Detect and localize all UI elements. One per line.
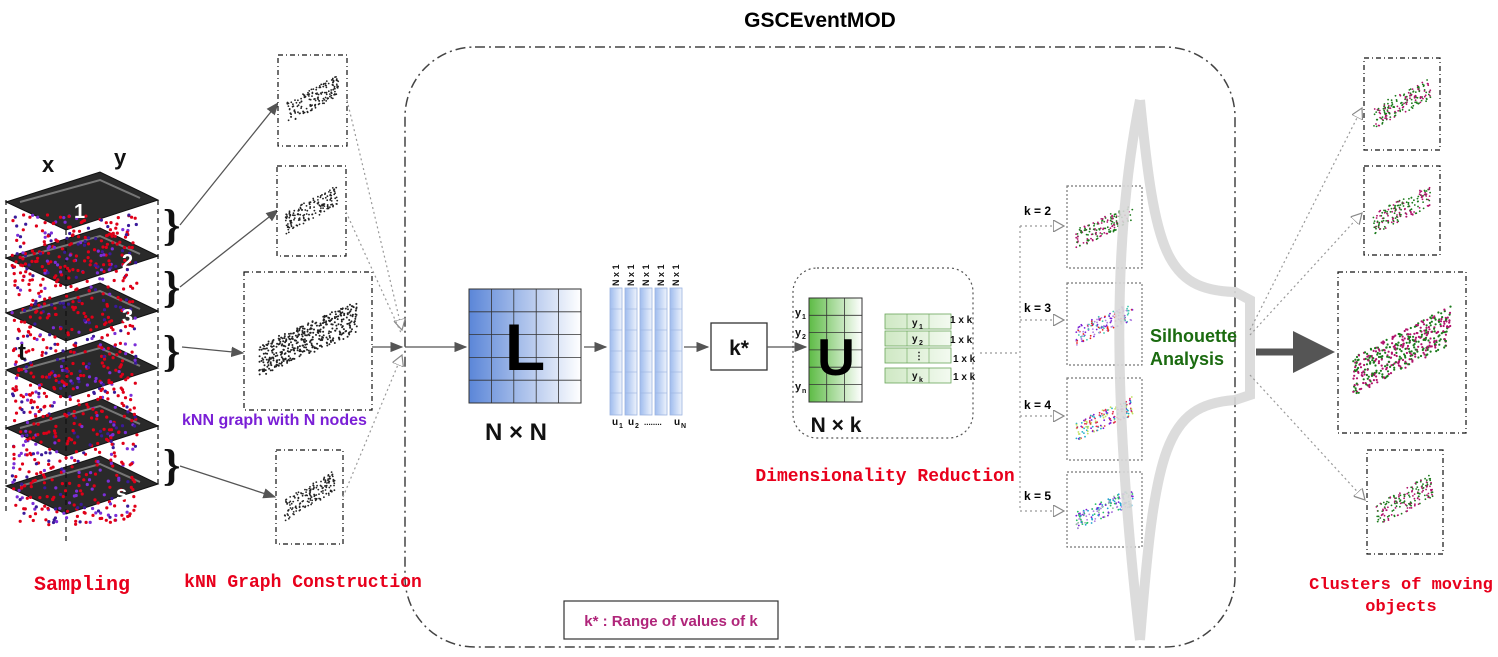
svg-text:1: 1 bbox=[919, 324, 923, 331]
row-vector bbox=[884, 313, 952, 330]
row-vector bbox=[884, 347, 952, 364]
axis-x-label: x bbox=[42, 152, 55, 177]
eigenvectors: N x 1 N x 1 N x 1 N x 1 N x 1 bbox=[609, 264, 683, 416]
silhouette-label-1: Silhouette bbox=[1150, 326, 1237, 346]
stack-slice bbox=[4, 339, 160, 399]
matrix-l-dim: N × N bbox=[485, 419, 547, 446]
legend-box bbox=[563, 600, 779, 640]
eigenvector-header: N x 1 bbox=[671, 264, 681, 286]
u-y2: y bbox=[795, 327, 802, 339]
row-dim-3: 1 x k bbox=[953, 354, 976, 365]
axis-y-label: y bbox=[114, 145, 127, 170]
arrow-to-graph-4 bbox=[179, 465, 277, 499]
eigenvector-header: N x 1 bbox=[611, 264, 621, 286]
brace-4: } bbox=[163, 441, 180, 490]
silhouette-funnel bbox=[1114, 99, 1255, 641]
row-y2: y bbox=[912, 334, 918, 345]
eig-dots: ........ bbox=[644, 418, 662, 427]
dim-reduction-box bbox=[792, 267, 974, 439]
arrow-to-graph-3 bbox=[181, 346, 245, 358]
brace-2: } bbox=[163, 263, 180, 312]
matrix-u-dim: N × k bbox=[811, 414, 862, 437]
u-yn: y bbox=[795, 381, 802, 393]
clusters-label-2: objects bbox=[1365, 598, 1436, 617]
svg-text:2: 2 bbox=[919, 340, 923, 347]
eig-un: u bbox=[674, 417, 680, 428]
slice-1-label: 1 bbox=[74, 201, 85, 223]
dim-reduction-label: Dimensionality Reduction bbox=[755, 467, 1014, 487]
knn-graph-box-2 bbox=[276, 165, 347, 257]
kstar-label: k* bbox=[729, 337, 750, 360]
row-dots: ⋮ bbox=[914, 351, 924, 362]
event-stack bbox=[4, 171, 160, 545]
axis-t-label: t bbox=[18, 339, 26, 366]
arrow-to-graph-1 bbox=[179, 101, 279, 226]
k3-result-box bbox=[1066, 282, 1143, 366]
knn-graph-caption: kNN graph with N nodes bbox=[182, 412, 367, 429]
svg-text:2: 2 bbox=[635, 423, 639, 430]
k2-label: k = 2 bbox=[1024, 204, 1051, 218]
knn-graph-box-3 bbox=[243, 271, 373, 411]
eigenvector-column bbox=[609, 287, 623, 416]
row-vector bbox=[884, 367, 952, 384]
k4-result-box bbox=[1066, 377, 1143, 461]
legend-text: k* : Range of values of k bbox=[584, 613, 758, 630]
k2-result-box bbox=[1066, 185, 1143, 269]
svg-text:1: 1 bbox=[802, 314, 806, 321]
row-dim-2: 1 x k bbox=[950, 335, 973, 346]
silhouette-label-2: Analysis bbox=[1150, 349, 1224, 369]
row-dim-1: 1 x k bbox=[950, 315, 973, 326]
kstar-box bbox=[710, 322, 768, 371]
eigenvector-column bbox=[654, 287, 668, 416]
brace-1: } bbox=[163, 201, 180, 250]
slice-3-label: 3 bbox=[122, 306, 133, 328]
eigenvector-column bbox=[669, 287, 683, 416]
svg-text:N: N bbox=[681, 423, 686, 430]
brace-3: } bbox=[163, 327, 180, 376]
stack-slice bbox=[4, 227, 160, 287]
eigenvector-header: N x 1 bbox=[626, 264, 636, 286]
k5-label: k = 5 bbox=[1024, 489, 1051, 503]
arrow-to-graph-2 bbox=[179, 209, 280, 288]
laplacian-matrix bbox=[468, 288, 582, 404]
eigenvector-header: N x 1 bbox=[656, 264, 666, 286]
cluster-box-2 bbox=[1363, 165, 1441, 256]
row-vector bbox=[884, 330, 952, 347]
knn-graph-box-4 bbox=[275, 449, 344, 545]
svg-text:1: 1 bbox=[619, 423, 623, 430]
gsceventmod-frame bbox=[404, 46, 1236, 648]
eigenvector-header: N x 1 bbox=[641, 264, 651, 286]
svg-text:n: n bbox=[802, 388, 806, 395]
u-y1: y bbox=[795, 307, 802, 319]
eig-u1: u bbox=[612, 417, 618, 428]
matrix-u-letter: U bbox=[817, 329, 855, 387]
row-dim-4: 1 x k bbox=[953, 372, 976, 383]
row-yk: y bbox=[912, 371, 918, 382]
knn-construction-label: kNN Graph Construction bbox=[184, 573, 422, 593]
k4-label: k = 4 bbox=[1024, 398, 1051, 412]
row-y1: y bbox=[912, 318, 918, 329]
sampling-label: Sampling bbox=[34, 574, 130, 597]
svg-text:k: k bbox=[919, 377, 923, 384]
row-vectors bbox=[884, 313, 952, 384]
svg-text:2: 2 bbox=[802, 334, 806, 341]
k3-label: k = 3 bbox=[1024, 301, 1051, 315]
knn-graph-box-1 bbox=[277, 54, 348, 147]
slice-s-label: s bbox=[116, 483, 127, 505]
clusters-label-1: Clusters of moving bbox=[1309, 576, 1493, 595]
cluster-box-3 bbox=[1337, 271, 1467, 434]
gsceventmod-title: GSCEventMOD bbox=[744, 9, 896, 32]
eig-u2: u bbox=[628, 417, 634, 428]
eigenvector-column bbox=[624, 287, 638, 416]
matrix-l-letter: L bbox=[505, 310, 545, 384]
eigenvector-column bbox=[639, 287, 653, 416]
u-matrix bbox=[808, 297, 863, 403]
slice-2-label: 2 bbox=[122, 251, 133, 273]
